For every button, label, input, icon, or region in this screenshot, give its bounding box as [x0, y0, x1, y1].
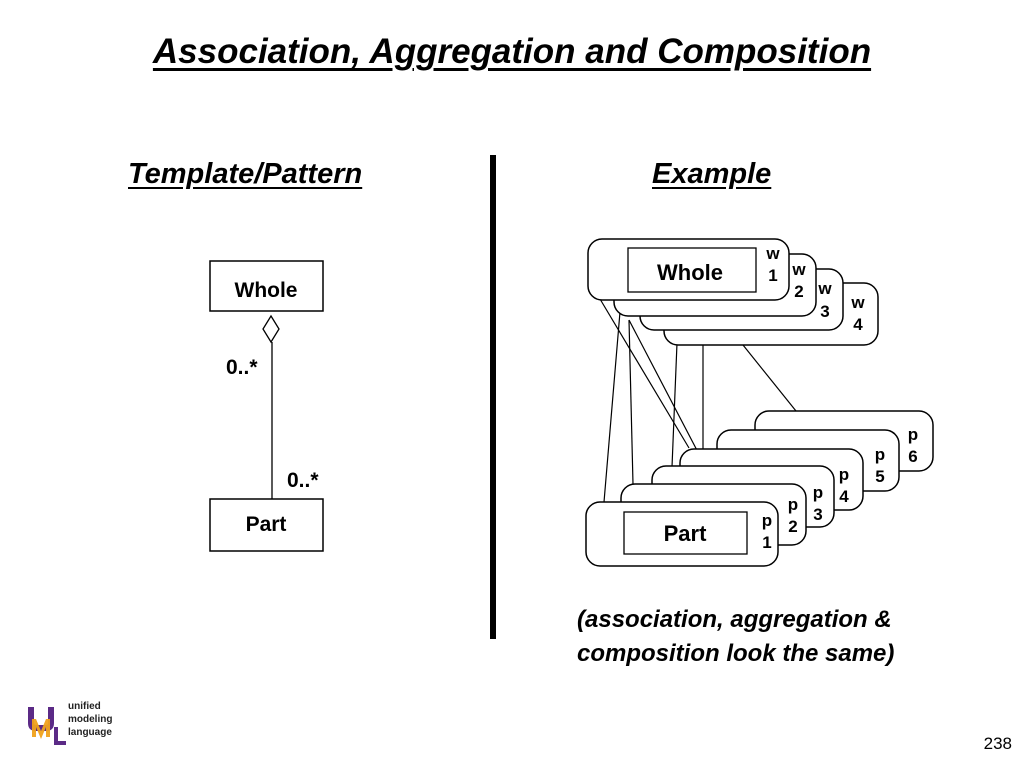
- slide-title: Association, Aggregation and Composition: [152, 32, 872, 71]
- example-heading: Example: [652, 158, 772, 190]
- logo-text: unified modeling language: [68, 700, 112, 739]
- part-instance-label: p: [762, 511, 772, 530]
- template-multiplicity-whole: 0..*: [226, 356, 258, 379]
- example-whole-class: [627, 247, 757, 293]
- part-instance-label: p: [875, 445, 885, 464]
- whole-instance-label: w: [791, 260, 806, 279]
- column-divider: [490, 155, 496, 639]
- part-instance-label: 5: [875, 467, 884, 486]
- template-heading: Template/Pattern: [128, 158, 363, 190]
- part-instance-label: 4: [839, 487, 849, 506]
- part-instance-label: p: [839, 465, 849, 484]
- example-part-class: [623, 511, 748, 555]
- part-instance-label: 6: [908, 447, 917, 466]
- template-multiplicity-part: 0..*: [287, 469, 319, 492]
- link-line: [742, 344, 797, 412]
- aggregation-diamond-icon: [262, 314, 280, 344]
- logo-text-line: language: [68, 727, 112, 738]
- part-instance-label: p: [813, 483, 823, 502]
- example-caption: (association, aggregation & composition …: [577, 603, 894, 671]
- template-whole-class: [209, 260, 324, 312]
- page-number: 238: [983, 734, 1012, 753]
- whole-instance-label: 4: [853, 315, 863, 334]
- link-line: [603, 299, 622, 503]
- whole-instance-label: w: [850, 293, 865, 312]
- whole-instance-label: 2: [794, 282, 803, 301]
- caption-line: composition look the same): [577, 640, 895, 667]
- example-part-instances: p 6 p 5 p 4 p 3 p 2 Part p 1: [585, 410, 934, 567]
- template-part-class: [209, 498, 324, 552]
- example-whole-label: Whole: [657, 260, 723, 285]
- whole-instance-label: 3: [820, 302, 829, 321]
- whole-instance-label: w: [765, 244, 780, 263]
- part-instance-label: 3: [813, 505, 822, 524]
- whole-instance-label: 1: [768, 266, 777, 285]
- whole-instance-label: w: [817, 279, 832, 298]
- link-line: [628, 319, 634, 485]
- template-diagram: Whole 0..* 0..* Part: [209, 260, 324, 552]
- part-instance-label: p: [788, 495, 798, 514]
- link-line: [671, 342, 678, 468]
- part-instance-label: 2: [788, 517, 797, 536]
- logo-text-line: modeling: [68, 714, 113, 725]
- example-whole-instances: w 4 w 3 w 2 Whole w 1: [587, 238, 879, 346]
- part-instance-label: p: [908, 425, 918, 444]
- example-part-label: Part: [664, 521, 707, 546]
- part-instance-label: 1: [762, 533, 771, 552]
- caption-line: (association, aggregation &: [577, 606, 892, 633]
- template-part-label: Part: [246, 513, 287, 536]
- uml-logo-icon: [28, 707, 66, 745]
- template-whole-label: Whole: [235, 279, 298, 302]
- logo-text-line: unified: [68, 701, 101, 712]
